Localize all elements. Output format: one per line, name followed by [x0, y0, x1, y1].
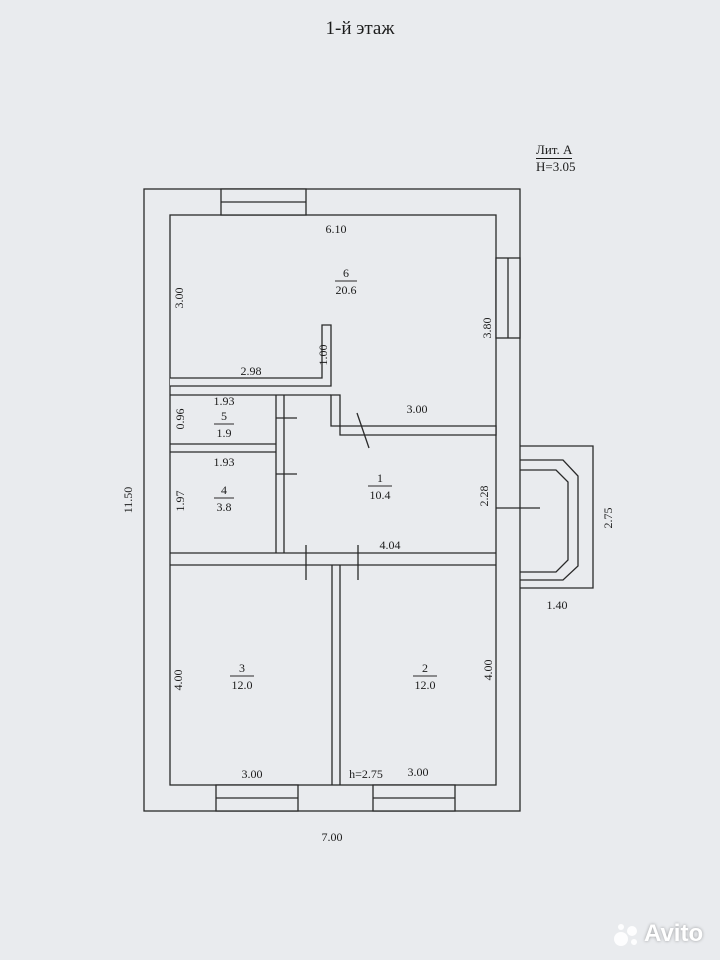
dim-380: 3.80	[480, 318, 494, 339]
dim-300-room2: 3.00	[408, 765, 429, 779]
room-area: 3.8	[217, 500, 232, 514]
room-3-label: 3 12.0	[230, 661, 254, 692]
floor-title: 1-й этаж	[325, 18, 395, 39]
dim-300-hall: 3.00	[407, 402, 428, 416]
dimension-labels: 6.10 3.00 3.80 1.00 2.98 3.00 1.93 0.96 …	[121, 222, 615, 844]
wall-room6-bottom	[170, 324, 332, 387]
dim-197: 1.97	[173, 491, 187, 512]
dim-228: 2.28	[477, 486, 491, 507]
dim-096: 0.96	[173, 409, 187, 430]
room-area: 12.0	[415, 678, 436, 692]
dim-400-left: 4.00	[171, 670, 185, 691]
room-area: 20.6	[336, 283, 357, 297]
room-area: 1.9	[217, 426, 232, 440]
height-275: h=2.75	[349, 767, 383, 781]
dim-193-a: 1.93	[214, 394, 235, 408]
avito-watermark: Avito	[644, 920, 704, 947]
room-number: 5	[221, 409, 227, 423]
dim-300-room3: 3.00	[242, 767, 263, 781]
liter-height: Н=3.05	[536, 159, 576, 174]
porch-wall-inner	[520, 469, 569, 573]
dim-100: 1.00	[316, 345, 330, 366]
inner-wall-outline	[169, 214, 497, 786]
room-number: 6	[343, 266, 349, 280]
dim-275: 2.75	[601, 508, 615, 529]
room-number: 4	[221, 483, 227, 497]
dim-298: 2.98	[241, 364, 262, 378]
room-area: 12.0	[232, 678, 253, 692]
room-number: 1	[377, 471, 383, 485]
dim-1150: 11.50	[121, 487, 135, 514]
room-2-label: 2 12.0	[413, 661, 437, 692]
porch-outline	[520, 445, 594, 589]
room-labels: 6 20.6 5 1.9 4 3.8 1 10.4 3 12.0 2 12.0	[214, 266, 437, 692]
dim-404: 4.04	[380, 538, 401, 552]
room-5-label: 5 1.9	[214, 409, 234, 440]
room-number: 2	[422, 661, 428, 675]
dim-300-room6: 3.00	[172, 288, 186, 309]
room-1-label: 1 10.4	[368, 471, 392, 502]
door-hall-top	[356, 412, 370, 449]
room-4-label: 4 3.8	[214, 483, 234, 514]
porch-wall-outer	[520, 459, 579, 581]
walls	[143, 188, 594, 812]
dim-140: 1.40	[547, 598, 568, 612]
room-area: 10.4	[370, 488, 391, 502]
liter-label: Лит. А Н=3.05	[536, 142, 575, 174]
dim-610: 6.10	[326, 222, 347, 236]
avito-logo-icon	[614, 924, 637, 946]
dim-400-right: 4.00	[481, 660, 495, 681]
dim-193-b: 1.93	[214, 455, 235, 469]
wall-hall-top	[330, 394, 497, 436]
room-6-label: 6 20.6	[335, 266, 357, 297]
outer-wall-outline	[143, 188, 521, 812]
dim-700: 7.00	[322, 830, 343, 844]
room-number: 3	[239, 661, 245, 675]
